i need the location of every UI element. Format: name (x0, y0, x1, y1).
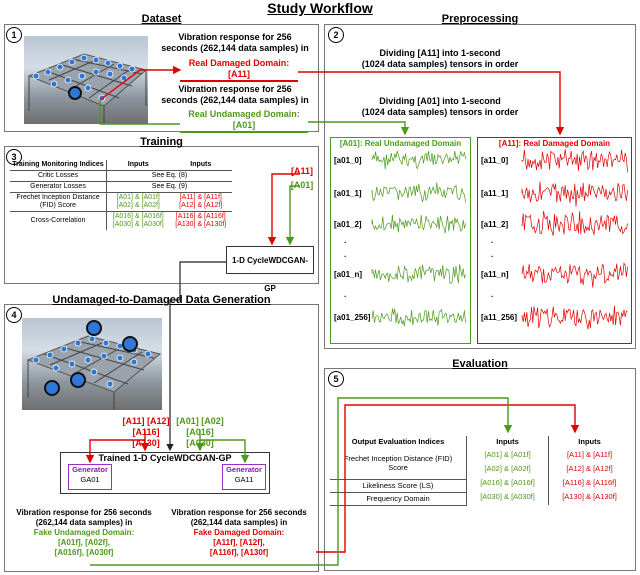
table-cell: [A016] & [A016f][A030] & [A030f] (105, 211, 170, 230)
table-cell: [A11] & [A11f][A12] & [A12f] (169, 192, 232, 212)
dataset-heading: Dataset (141, 13, 182, 25)
table-header: Output Evaluation Indices (351, 437, 445, 446)
step-number-2: 2 (328, 27, 344, 43)
table-cell: See Eq. (8) (106, 170, 232, 182)
damaged-sensor-marker (122, 336, 138, 352)
preprocessing-box (324, 24, 636, 349)
table-header: Inputs (169, 160, 232, 171)
generation-green-inputs: [A01] [A02] [A016] [A030] (176, 416, 224, 448)
table-header: Inputs (465, 436, 549, 447)
dataset-undamaged-text: Vibration response for 256 seconds (262,… (161, 84, 309, 105)
evaluation-table: Output Evaluation Indices Inputs Inputs … (330, 436, 630, 506)
damaged-tensor-label: [a11_0] (481, 156, 509, 165)
dataset-damaged-text: Vibration response for 256 seconds (262,… (161, 32, 309, 53)
damaged-tensor-label: [a11_256] (481, 313, 518, 322)
damaged-tensor-label: [a11_n] (481, 270, 509, 279)
damaged-tensor-ellipsis: . (491, 290, 494, 299)
damaged-waveform (521, 181, 628, 207)
table-header: Inputs (105, 160, 170, 171)
damaged-waveform (521, 305, 628, 330)
page-title: Study Workflow (267, 0, 373, 16)
trained-model-label: Trained 1-D CycleWDCGAN-GP (98, 453, 232, 463)
undamaged-signals-panel (330, 137, 471, 344)
damaged-waveform (521, 149, 628, 173)
table-cell: [A11] & [A11f][A12] & [A12f] [A116] & [A… (548, 447, 630, 505)
divide-damaged-text: Dividing [A11] into 1-second (1024 data … (361, 48, 519, 69)
damaged-tensor-label: [a11_2] (481, 220, 509, 229)
model-box: 1-D CycleWDCGAN-GP (226, 246, 314, 293)
table-cell: Cross-Correlation (30, 217, 86, 224)
undamaged-tensor-label: [a01_0] (334, 156, 362, 165)
step-number-5: 5 (328, 371, 344, 387)
undamaged-waveform (371, 149, 466, 170)
damaged-tensor-label: [a11_1] (481, 189, 509, 198)
training-box (4, 146, 319, 284)
table-cell: Frechet Inception Distance (FID) Score (10, 192, 107, 212)
training-input-a11: [A11] (290, 166, 313, 176)
damaged-sensor-marker (70, 372, 86, 388)
step-number-4: 4 (6, 307, 22, 323)
undamaged-waveform (371, 214, 466, 234)
damaged-sensor-marker (86, 320, 102, 336)
undamaged-panel-title: [A01]: Real Undamaged Domain (339, 139, 462, 148)
step-number-1: 1 (6, 27, 22, 43)
training-input-a01: [A01] (290, 180, 314, 190)
damaged-waveform (521, 262, 628, 288)
training-heading: Training (140, 136, 183, 148)
damaged-tensor-ellipsis: . (491, 236, 494, 245)
undamaged-tensor-ellipsis: . (344, 290, 347, 299)
undamaged-waveform (371, 264, 466, 284)
undamaged-tensor-ellipsis: . (344, 236, 347, 245)
evaluation-heading: Evaluation (452, 358, 508, 370)
generator-damaged-box: Generator GA11 (222, 464, 266, 490)
table-cell: Frequency Domain (330, 492, 467, 506)
undamaged-tensor-label: [a01_1] (334, 189, 362, 198)
undamaged-tensor-label: [a01_256] (334, 313, 371, 322)
dataset-damaged-domain: Real Damaged Domain: [A11] (180, 58, 298, 82)
training-table: Training Monitoring Indices Inputs Input… (10, 160, 232, 230)
dataset-undamaged-domain: Real Undamaged Domain: [A01] (180, 109, 308, 133)
table-cell: Critic Losses (10, 170, 107, 182)
damaged-tensor-ellipsis: . (491, 250, 494, 259)
damaged-sensor-marker (68, 86, 82, 100)
table-cell: Likeliness Score (LS) (330, 479, 467, 493)
table-cell: Frechet Inception Distance (FID) Score (330, 447, 467, 480)
table-cell: [A01] & [A01f][A02] & [A02f] (105, 192, 170, 212)
undamaged-tensor-label: [a01_n] (334, 270, 363, 279)
fake-damaged-text: Vibration response for 256 seconds (262,… (171, 508, 307, 557)
table-header: Training Monitoring Indices (10, 160, 107, 171)
table-cell: [A01] & [A01f][A02] & [A02f] [A016] & [A… (465, 447, 549, 505)
fake-undamaged-text: Vibration response for 256 seconds (262,… (16, 508, 152, 557)
undamaged-waveform (371, 182, 466, 203)
damaged-signals-panel (477, 137, 632, 344)
damaged-waveform (521, 210, 628, 236)
generator-undamaged-box: Generator GA01 (68, 464, 112, 490)
table-cell: [A116] & [A116f][A130] & [A130f] (175, 213, 227, 228)
damaged-sensor-marker (44, 380, 60, 396)
table-header: Inputs (548, 436, 630, 447)
table-cell: See Eq. (9) (106, 181, 232, 193)
undamaged-tensor-label: [a01_2] (334, 220, 362, 229)
undamaged-tensor-ellipsis: . (344, 250, 347, 259)
undamaged-waveform (371, 308, 466, 327)
preprocessing-heading: Preprocessing (441, 13, 519, 25)
generation-red-inputs: [A11] [A12] [A116] [A130] (122, 416, 170, 448)
table-cell: Generator Losses (10, 181, 107, 193)
damaged-panel-title: [A11]: Real Damaged Domain (498, 139, 611, 148)
